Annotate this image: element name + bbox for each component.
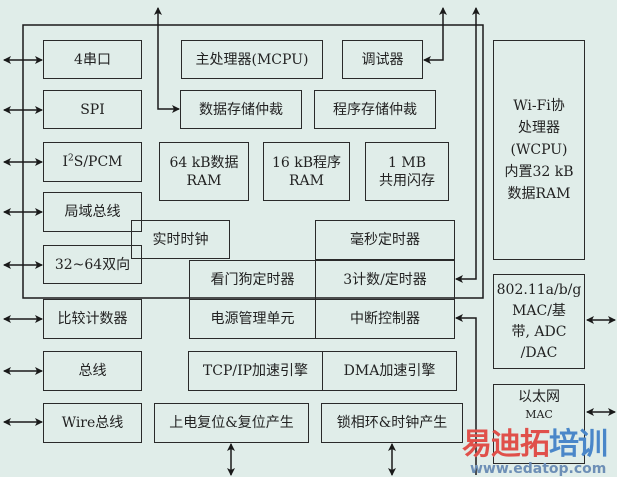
watermark-brand-a: 易迪拓 (462, 427, 550, 462)
mac80211-block: 802.11a/b/g MAC/基 带, ADC /DAC (493, 274, 585, 369)
i2s-superscript: 2 (68, 153, 74, 164)
dma-label: DMA加速引擎 (343, 363, 436, 379)
bus-label: 总线 (78, 363, 107, 379)
data-arbiter-label: 数据存储仲裁 (199, 101, 283, 118)
bidir-label: 32~64双向 (54, 256, 131, 273)
wire-bus-block: Wire总线 (43, 403, 142, 443)
counter-timer-block: 3计数/定时器 (315, 260, 455, 300)
wifi-line2: 处理器 (518, 120, 560, 136)
uart-label: 4串口 (74, 51, 111, 68)
watchdog-block: 看门狗定时器 (189, 260, 316, 300)
reset-label: 上电复位&复位产生 (169, 415, 294, 431)
i2s-pcm-block: I2S/PCM (43, 142, 142, 182)
i2s-label: I2S/PCM (62, 153, 122, 171)
irq-label: 中断控制器 (350, 311, 420, 327)
tcpip-label: TCP/IP加速引擎 (202, 363, 309, 379)
pmu-label: 电源管理单元 (210, 311, 295, 327)
tcpip-block: TCP/IP加速引擎 (188, 351, 323, 391)
debugger-label: 调试器 (361, 51, 404, 68)
program-arbiter-label: 程序存储仲裁 (333, 101, 417, 118)
spi-block: SPI (43, 90, 142, 129)
i2s-prefix: I (62, 154, 68, 170)
bus-block: 总线 (43, 351, 142, 391)
ram16-line1: 16 kB程序 (271, 154, 342, 171)
rtc-block: 实时时钟 (131, 220, 230, 259)
ram16-line2: RAM (289, 172, 324, 189)
mac80211-line1: 802.11a/b/g (496, 281, 582, 298)
ethernet-line1: 以太网 (518, 389, 560, 405)
pmu-block: 电源管理单元 (189, 299, 316, 339)
wifi-coprocessor-block: Wi-Fi协 处理器 (WCPU) 内置32 kB 数据RAM (493, 40, 585, 260)
local-bus-block: 局域总线 (43, 192, 142, 232)
watermark-url: www.edatop.com (470, 461, 607, 477)
uart-block: 4串口 (43, 40, 142, 79)
data-arb-link (154, 7, 180, 113)
pll-label: 锁相环&时钟产生 (336, 415, 448, 431)
ethernet-line2: MAC (525, 408, 553, 421)
wifi-line5: 数据RAM (507, 186, 571, 202)
system-bus-frame (22, 24, 484, 299)
program-arbiter-block: 程序存储仲裁 (314, 90, 436, 129)
ms-timer-label: 毫秒定时器 (350, 232, 420, 248)
reset-block: 上电复位&复位产生 (154, 403, 309, 443)
i2s-suffix: S/PCM (73, 154, 123, 170)
wifi-line1: Wi-Fi协 (513, 98, 565, 114)
rtc-label: 实时时钟 (152, 231, 209, 248)
watermark-logo: 易迪拓培训 (462, 427, 608, 462)
local-bus-label: 局域总线 (64, 204, 121, 220)
mcpu-label: 主处理器(MCPU) (195, 51, 309, 68)
watermark-brand-b: 培训 (549, 427, 608, 462)
flash-line2: 共用闪存 (379, 172, 435, 189)
wifi-line3: (WCPU) (510, 142, 568, 158)
ethernet-mac-block: 以太网 MAC (493, 384, 585, 464)
flash-line1: 1 MB (388, 154, 426, 171)
counter-timer-label: 3计数/定时器 (343, 272, 427, 288)
ms-timer-block: 毫秒定时器 (315, 220, 455, 260)
debugger-block: 调试器 (342, 40, 423, 79)
ram64-line2: RAM (186, 172, 222, 189)
timer-link (455, 7, 480, 283)
mac80211-line2: MAC/基 (512, 302, 566, 319)
mac80211-line4: /DAC (520, 344, 558, 361)
mcpu-block: 主处理器(MCPU) (181, 40, 323, 79)
compare-counter-label: 比较计数器 (57, 311, 128, 327)
watchdog-label: 看门狗定时器 (210, 272, 295, 288)
bidir-block: 32~64双向 (43, 245, 142, 284)
irq-block: 中断控制器 (315, 299, 455, 339)
wifi-line4: 内置32 kB (504, 164, 574, 180)
debugger-link (423, 7, 447, 64)
wire-bus-label: Wire总线 (61, 415, 124, 431)
pll-block: 锁相环&时钟产生 (321, 403, 463, 443)
spi-label: SPI (80, 101, 105, 118)
irq-link (455, 314, 477, 475)
compare-counter-block: 比较计数器 (43, 299, 142, 339)
ram64-line1: 64 kB数据 (169, 154, 239, 171)
dma-block: DMA加速引擎 (322, 351, 457, 391)
data-arbiter-block: 数据存储仲裁 (180, 90, 302, 129)
mac80211-line3: 带, ADC (511, 323, 567, 340)
